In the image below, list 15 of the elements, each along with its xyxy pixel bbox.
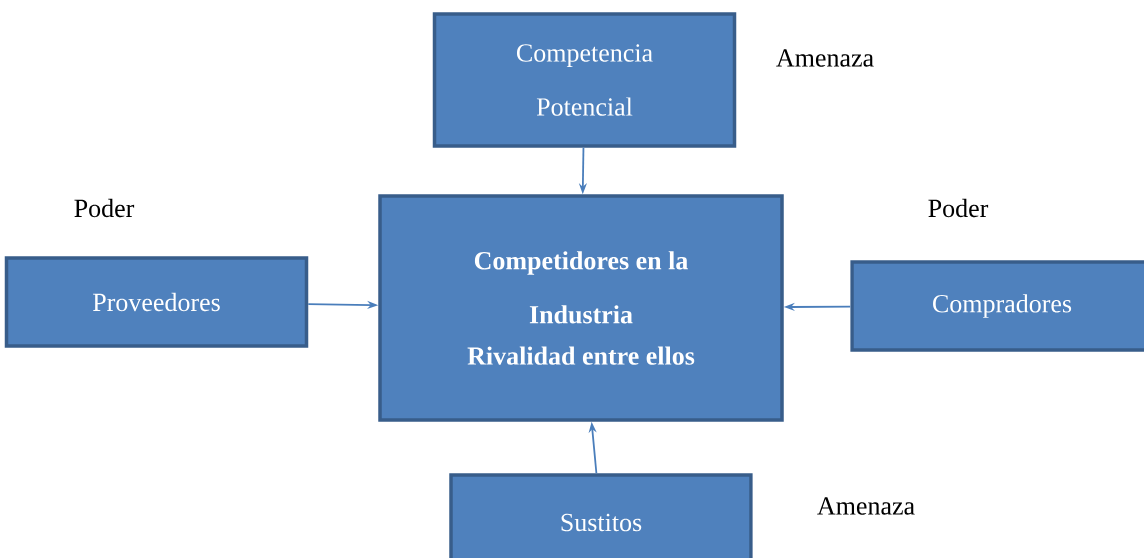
force-label: Amenaza (817, 497, 915, 515)
box-text: Sustitos (561, 513, 642, 532)
force-label: Poder (928, 198, 989, 218)
box-text: Proveedores (93, 292, 220, 312)
force-box (449, 473, 753, 558)
force-box (850, 260, 1144, 352)
force-label: Amenaza (776, 49, 874, 67)
force-box (378, 194, 784, 422)
box-text: Rivalidad entre ellos (467, 346, 695, 365)
box-text: Competidores en la Industria (474, 251, 688, 324)
force-label: Poder (74, 198, 135, 218)
box-text: Competencia Potencial (517, 44, 653, 116)
force-box (4, 256, 309, 348)
force-box (432, 12, 737, 148)
box-text: Compradores (933, 294, 1072, 318)
